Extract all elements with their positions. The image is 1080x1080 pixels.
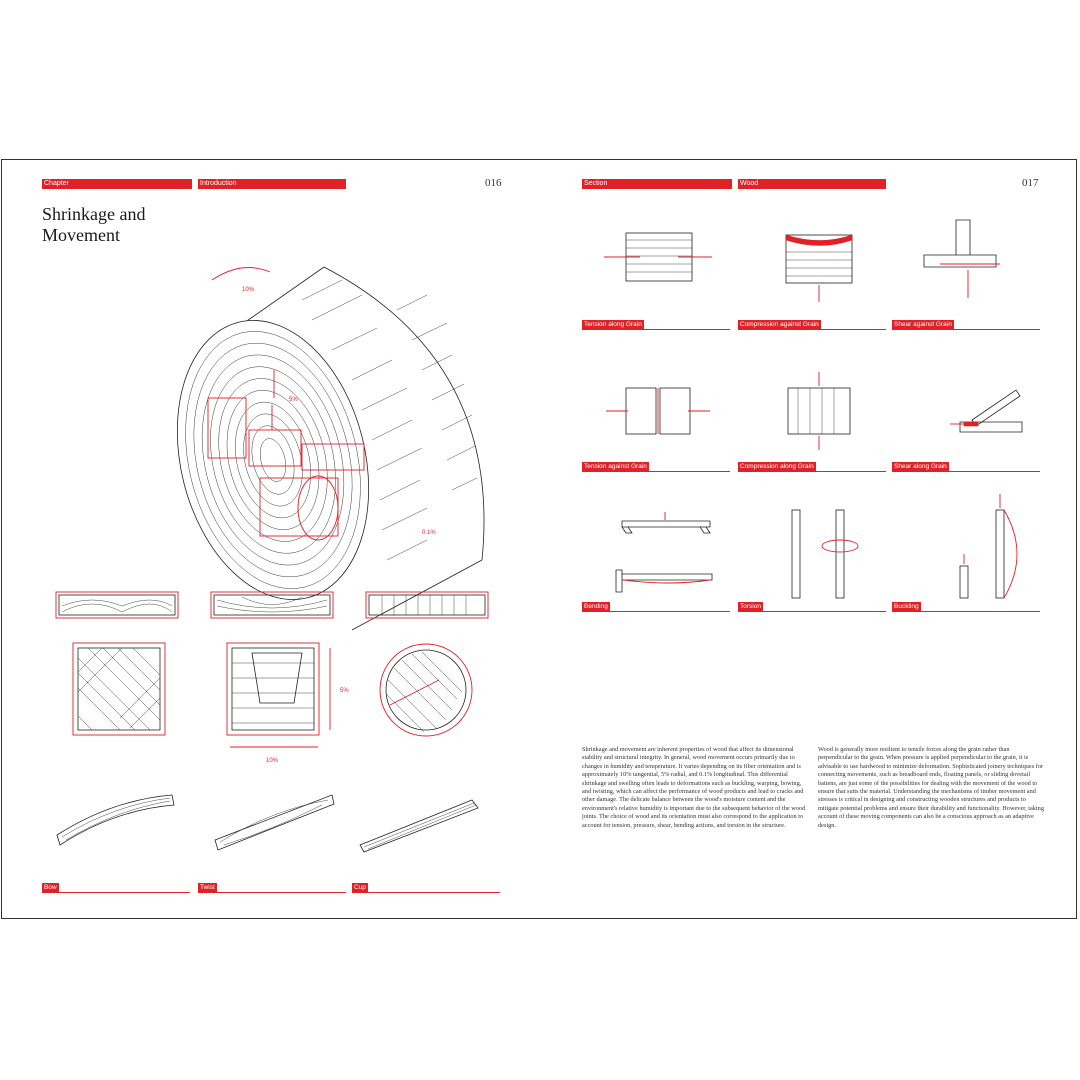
section-label-10: 10% (266, 758, 279, 764)
right-page: Section Wood 017 (540, 160, 1076, 918)
log-label-radial: 5% (289, 397, 298, 403)
log-label-longitudinal: 0.1% (422, 530, 436, 536)
tangential-arc (211, 267, 271, 281)
section-label-5: 5% (340, 688, 349, 694)
body-paragraph-1: Shrinkage and movement are inherent prop… (582, 746, 806, 829)
body-paragraph-2: Wood is generally more resilient to tens… (818, 746, 1044, 829)
log-label-tangential: 10% (242, 287, 255, 293)
left-page: Chapter Introduction 016 Shrinkage and M… (2, 160, 540, 918)
caption-compression-along: Compression along Grain (738, 462, 886, 472)
title-line-1: Shrinkage and (42, 204, 146, 224)
caption-tension-along: Tension along Grain (582, 320, 730, 330)
log-illustration: 10% 5% 0.1% (176, 266, 485, 706)
distortion-drawings (56, 794, 479, 853)
cross-sections: 5% 10% (72, 642, 473, 764)
growth-rings (176, 320, 370, 600)
force-diagrams (604, 219, 1023, 599)
caption-torsion: Torsion (738, 602, 886, 612)
caption-bow: Bow (42, 883, 190, 893)
caption-buckling: Buckling (892, 602, 1040, 612)
page-number-right: 017 (1022, 177, 1039, 189)
page-title: Shrinkage and Movement (42, 204, 145, 246)
cut-boards (207, 397, 365, 541)
caption-tension-against: Tension against Grain (582, 462, 730, 472)
introduction-tag: Introduction (198, 179, 346, 189)
caption-cup: Cup (352, 883, 500, 893)
caption-shear-against: Shear against Grain (892, 320, 1040, 330)
page-number-left: 016 (485, 177, 502, 189)
caption-bending: Bending (582, 602, 730, 612)
chapter-tag: Chapter (42, 179, 192, 189)
caption-compression-against: Compression against Grain (738, 320, 886, 330)
book-spread: Chapter Introduction 016 Shrinkage and M… (1, 159, 1077, 919)
section-tag: Section (582, 179, 732, 189)
board-strips (55, 591, 489, 619)
body-text-column-2: Wood is generally more resilient to tens… (818, 746, 1044, 830)
title-line-2: Movement (42, 225, 120, 245)
body-text-column-1: Shrinkage and movement are inherent prop… (582, 746, 808, 830)
wood-tag: Wood (738, 179, 886, 189)
caption-twist: Twist (198, 883, 346, 893)
caption-shear-along: Shear along Grain (892, 462, 1040, 472)
